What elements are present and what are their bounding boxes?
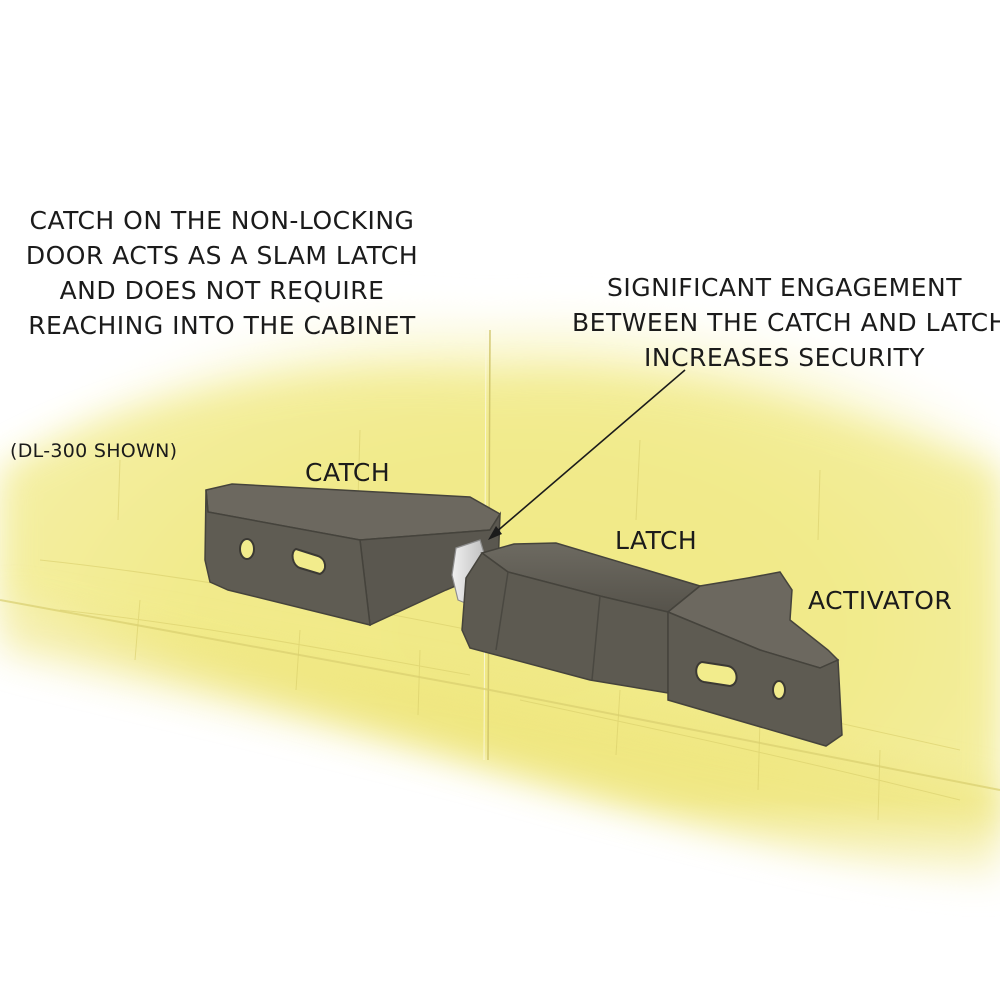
engagement-note-line: INCREASES SECURITY: [644, 343, 925, 372]
engagement-note-line: BETWEEN THE CATCH AND LATCH: [572, 308, 1000, 337]
activator-label: ACTIVATOR: [808, 586, 953, 615]
mount-hole: [239, 538, 255, 560]
catch-callout-note: CATCH ON THE NON-LOCKING DOOR ACTS AS A …: [22, 203, 422, 343]
latch-label: LATCH: [615, 526, 698, 555]
catch-note-line: AND DOES NOT REQUIRE: [59, 276, 385, 305]
catch-label: CATCH: [305, 458, 391, 487]
slot-hole: [695, 660, 738, 688]
slot-hole: [291, 547, 326, 576]
engagement-callout-note: SIGNIFICANT ENGAGEMENT BETWEEN THE CATCH…: [572, 270, 1000, 375]
leader-arrowhead: [488, 526, 502, 540]
catch-note-line: REACHING INTO THE CABINET: [28, 311, 416, 340]
model-note: (DL-300 SHOWN): [10, 440, 178, 462]
leader-line: [488, 369, 686, 540]
engagement-note-line: SIGNIFICANT ENGAGEMENT: [607, 273, 962, 302]
activator-part: [666, 571, 843, 747]
catch-note-line: CATCH ON THE NON-LOCKING: [29, 206, 415, 235]
latch-part: [461, 542, 702, 694]
catch-note-line: DOOR ACTS AS A SLAM LATCH: [25, 241, 419, 270]
mount-hole: [772, 680, 786, 700]
catch-part: [204, 483, 502, 627]
